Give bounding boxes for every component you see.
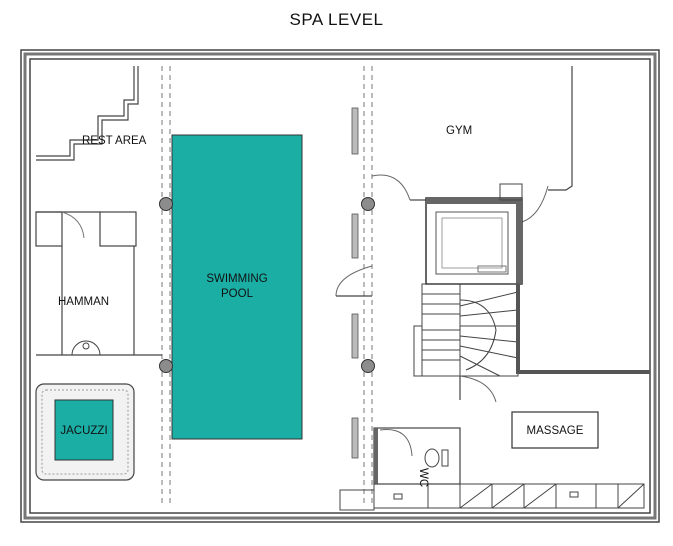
jacuzzi-deck [41,389,129,475]
massage-table [511,411,599,449]
room-label-pool-line1: SWIMMING [206,273,267,285]
room-label-gym: GYM [446,125,472,137]
hamman-bench-right [99,211,137,247]
rest-area-wall [36,66,135,157]
corridor-bench [339,489,375,511]
lift-core-wall [426,198,522,204]
gym-door-swing [371,174,411,201]
wc-wall-left [374,428,378,484]
shaft-box [499,183,523,201]
room-label-jacuzzi: JACUZZI [60,425,107,437]
rest-area-wall-inner [36,66,139,161]
lift-door [477,265,507,273]
gym-right-door-swing [521,185,549,223]
room-label-wc: WC [417,468,429,487]
massage-wall-thick [516,284,650,374]
outer-wall-mid [23,52,657,520]
room-label-hamman: HAMMAN [58,296,109,308]
wc-cistern [441,449,449,467]
column [159,359,173,373]
hamman-door-swing [61,211,85,239]
column [159,197,173,211]
room-label-massage: MASSAGE [527,425,584,437]
stair-door-swing [459,375,497,403]
outer-wall-outer [20,49,660,523]
wc-door-swing [379,429,413,457]
lift-cabin-inner [441,217,503,269]
room-label-rest-area: REST AREA [82,135,147,147]
corridor-door-swing [335,265,373,297]
swimming-pool-water [171,134,303,440]
wc-toilet [424,448,440,468]
hamman-drain [82,342,90,350]
lift-core-wall-right [516,198,522,284]
plan-title: SPA LEVEL [289,10,384,29]
locker-row [373,483,645,509]
vent-strips [351,107,359,459]
gym-wall-right [548,66,573,191]
lift-cabin [435,211,509,275]
hamman-basin [71,340,101,356]
room-label-pool-line2: POOL [221,288,254,300]
outer-wall-inner [29,58,651,514]
column [361,197,375,211]
wc-room [373,427,461,485]
hamman-bench-left [35,211,63,247]
column [361,359,375,373]
stair-landing [413,325,423,377]
staircase [421,283,519,377]
jacuzzi-water [54,399,114,461]
